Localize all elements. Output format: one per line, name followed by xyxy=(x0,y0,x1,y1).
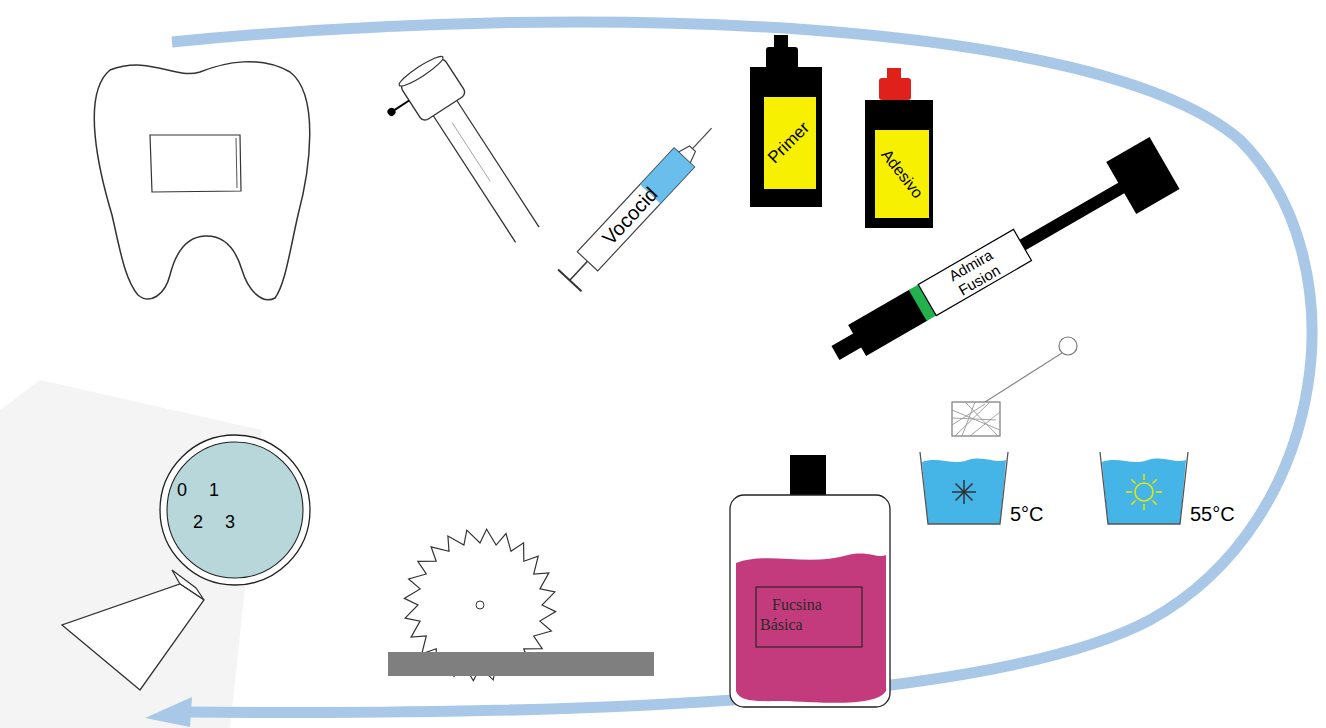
hot-bath: 55°C xyxy=(1098,452,1238,530)
sun-ray xyxy=(1152,500,1156,504)
node-label: 3 xyxy=(220,511,240,533)
bottle-body xyxy=(750,67,822,207)
node-shape xyxy=(728,455,893,710)
snowflake-symbol xyxy=(956,484,973,501)
saw-base xyxy=(388,652,654,676)
plunger-rod xyxy=(1020,182,1126,250)
bath-water xyxy=(922,458,1006,524)
node-label: Admira Fusion xyxy=(934,239,1015,305)
primer-bottle: Primer xyxy=(750,35,822,207)
tooth-outline xyxy=(94,62,309,300)
magnifier-handle xyxy=(62,584,204,690)
lens-glass xyxy=(167,442,303,578)
node-label: Vococid xyxy=(585,170,674,262)
handpiece-cap xyxy=(397,53,446,90)
sun-ray xyxy=(1152,479,1156,483)
cycle-arrowhead xyxy=(145,697,192,727)
cold-bath: 5°C xyxy=(918,452,1053,530)
plunger-head xyxy=(1106,137,1179,214)
node-label: 1 xyxy=(204,479,224,501)
bur-tip xyxy=(386,106,397,117)
bottle-body xyxy=(865,100,933,228)
etchant-syringe: Vococid xyxy=(554,115,726,296)
handpiece-handle-line xyxy=(433,116,515,243)
handpiece-handle-line xyxy=(457,101,539,228)
magnifier-lens: 01 23 xyxy=(158,433,312,587)
handpiece-group xyxy=(376,53,550,263)
bath-vessel xyxy=(920,452,1008,524)
node-label: 5°C xyxy=(1010,502,1054,526)
sun-ray xyxy=(1143,474,1145,480)
saw-hub xyxy=(476,601,484,609)
sun-ray xyxy=(1126,491,1132,493)
node-shape xyxy=(865,68,933,228)
sun-ray xyxy=(1131,500,1135,504)
dye-bottle: Fucsina Básica xyxy=(728,455,893,710)
tooth-cavity xyxy=(150,135,241,192)
node-label: Fucsina Básica xyxy=(760,595,844,639)
sun-ray xyxy=(1143,504,1145,510)
sample-mesh xyxy=(952,402,1000,436)
bottle-cap xyxy=(766,47,798,69)
adhesive-bottle: Adesivo xyxy=(865,68,933,228)
bath-water xyxy=(1102,458,1186,524)
lens-rim xyxy=(160,435,310,585)
tooth-cavity-wall xyxy=(236,138,237,188)
bottle-body xyxy=(730,495,890,707)
plunger-rod xyxy=(570,261,588,280)
handpiece-handle-line xyxy=(452,123,490,182)
node-label: 0 xyxy=(172,479,192,501)
sun-ray xyxy=(1156,491,1162,493)
syringe-barrel xyxy=(577,148,694,271)
sun-ray xyxy=(1131,479,1135,483)
sample-string-loop xyxy=(1059,337,1077,355)
bath-vessel xyxy=(1100,452,1188,524)
sample-string xyxy=(985,353,1062,402)
node-label: 2 xyxy=(188,511,208,533)
node-shape xyxy=(158,433,312,587)
sample-mesh-lines xyxy=(952,402,1000,436)
dye-liquid xyxy=(736,553,886,702)
node-label: 55°C xyxy=(1190,502,1246,526)
syringe-label xyxy=(918,229,1031,315)
bur-shaft xyxy=(394,100,409,110)
bottle-cap xyxy=(879,78,911,100)
syringe-needle xyxy=(693,128,712,148)
cycle-arrow xyxy=(172,22,1312,713)
sun-symbol xyxy=(1135,483,1153,501)
bottle-cap xyxy=(790,455,826,497)
bottle-label xyxy=(756,587,862,647)
